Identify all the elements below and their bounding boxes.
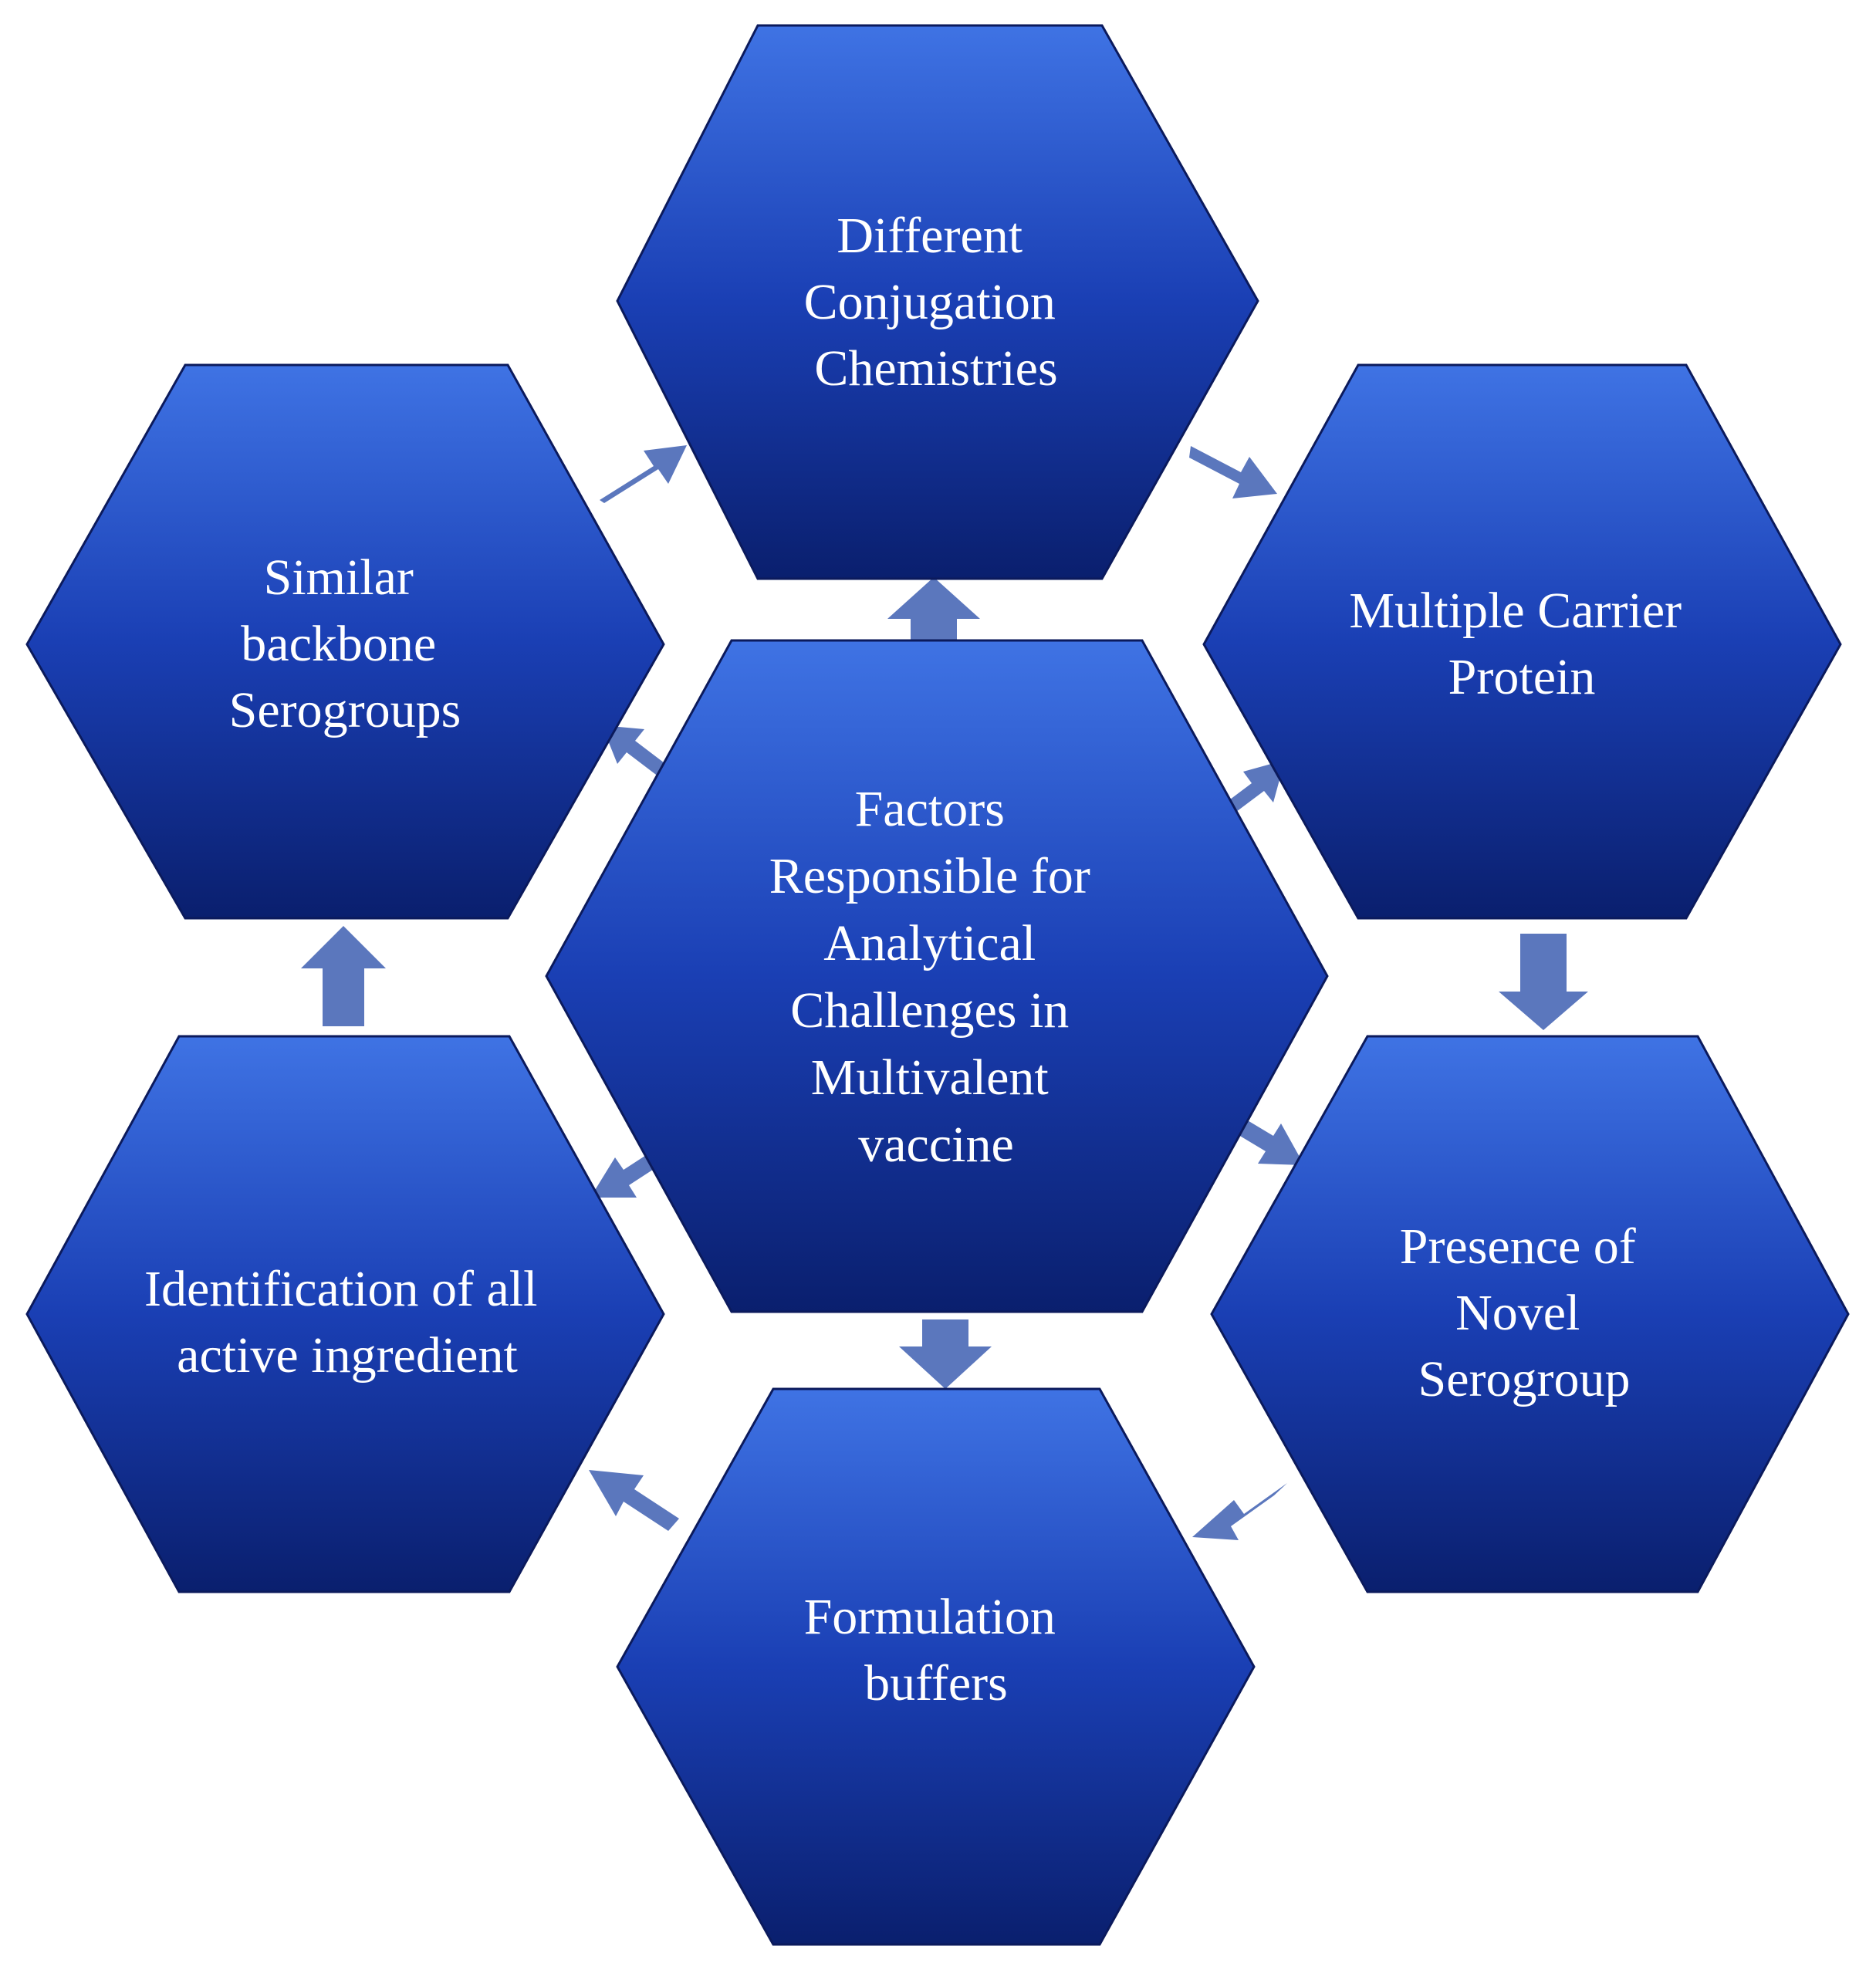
arrow-upper-right-to-lower-right	[1499, 934, 1588, 1030]
arrow-center-to-lower-left	[590, 1150, 660, 1198]
arrow-center-to-lower-right	[1235, 1117, 1304, 1165]
hexagon-shape	[545, 639, 1329, 1313]
hex-node-bottom: Formulation buffers	[616, 1387, 1256, 1946]
arrow-upper-left-to-top	[600, 445, 687, 503]
arrow-center-to-bottom	[899, 1319, 992, 1389]
hexagon-shape	[616, 1387, 1256, 1946]
hex-node-lower-left: Identification of all active ingredient	[25, 1035, 665, 1593]
hexagon-shape	[1210, 1035, 1850, 1593]
hexagon-shape	[1202, 363, 1842, 920]
node-label-lower-right: Presence of Novel Serogroup	[1400, 1218, 1649, 1407]
center-label: Factors Responsible for Analytical Chall…	[769, 781, 1104, 1173]
hexagon-shape	[25, 1035, 665, 1593]
arrow-lower-left-to-upper-left	[301, 926, 386, 1026]
arrow-lower-right-to-bottom	[1192, 1483, 1287, 1540]
arrow-top-to-upper-right	[1189, 446, 1277, 498]
node-label-upper-right: Multiple Carrier Protein	[1349, 583, 1694, 705]
arrow-center-to-top	[887, 577, 980, 640]
node-label-upper-left: Similar backbone Serogroups	[229, 549, 461, 738]
connector-arrows	[301, 445, 1588, 1540]
node-label-top: Different Conjugation Chemistries	[804, 208, 1069, 397]
arrow-center-to-upper-right	[1221, 760, 1285, 814]
node-label-bottom: Formulation buffers	[804, 1589, 1069, 1711]
hexagon-shape	[25, 363, 665, 920]
arrow-bottom-to-lower-left	[589, 1470, 679, 1531]
hex-node-lower-right: Presence of Novel Serogroup	[1210, 1035, 1850, 1593]
hexagon-shape	[616, 24, 1259, 580]
hex-node-upper-right: Multiple Carrier Protein	[1202, 363, 1842, 920]
node-label-lower-left: Identification of all active ingredient	[144, 1261, 550, 1384]
hex-node-center: Factors Responsible for Analytical Chall…	[545, 639, 1329, 1313]
hex-node-top: Different Conjugation Chemistries	[616, 24, 1259, 580]
arrow-center-to-upper-left	[602, 725, 671, 779]
hex-node-upper-left: Similar backbone Serogroups	[25, 363, 665, 920]
